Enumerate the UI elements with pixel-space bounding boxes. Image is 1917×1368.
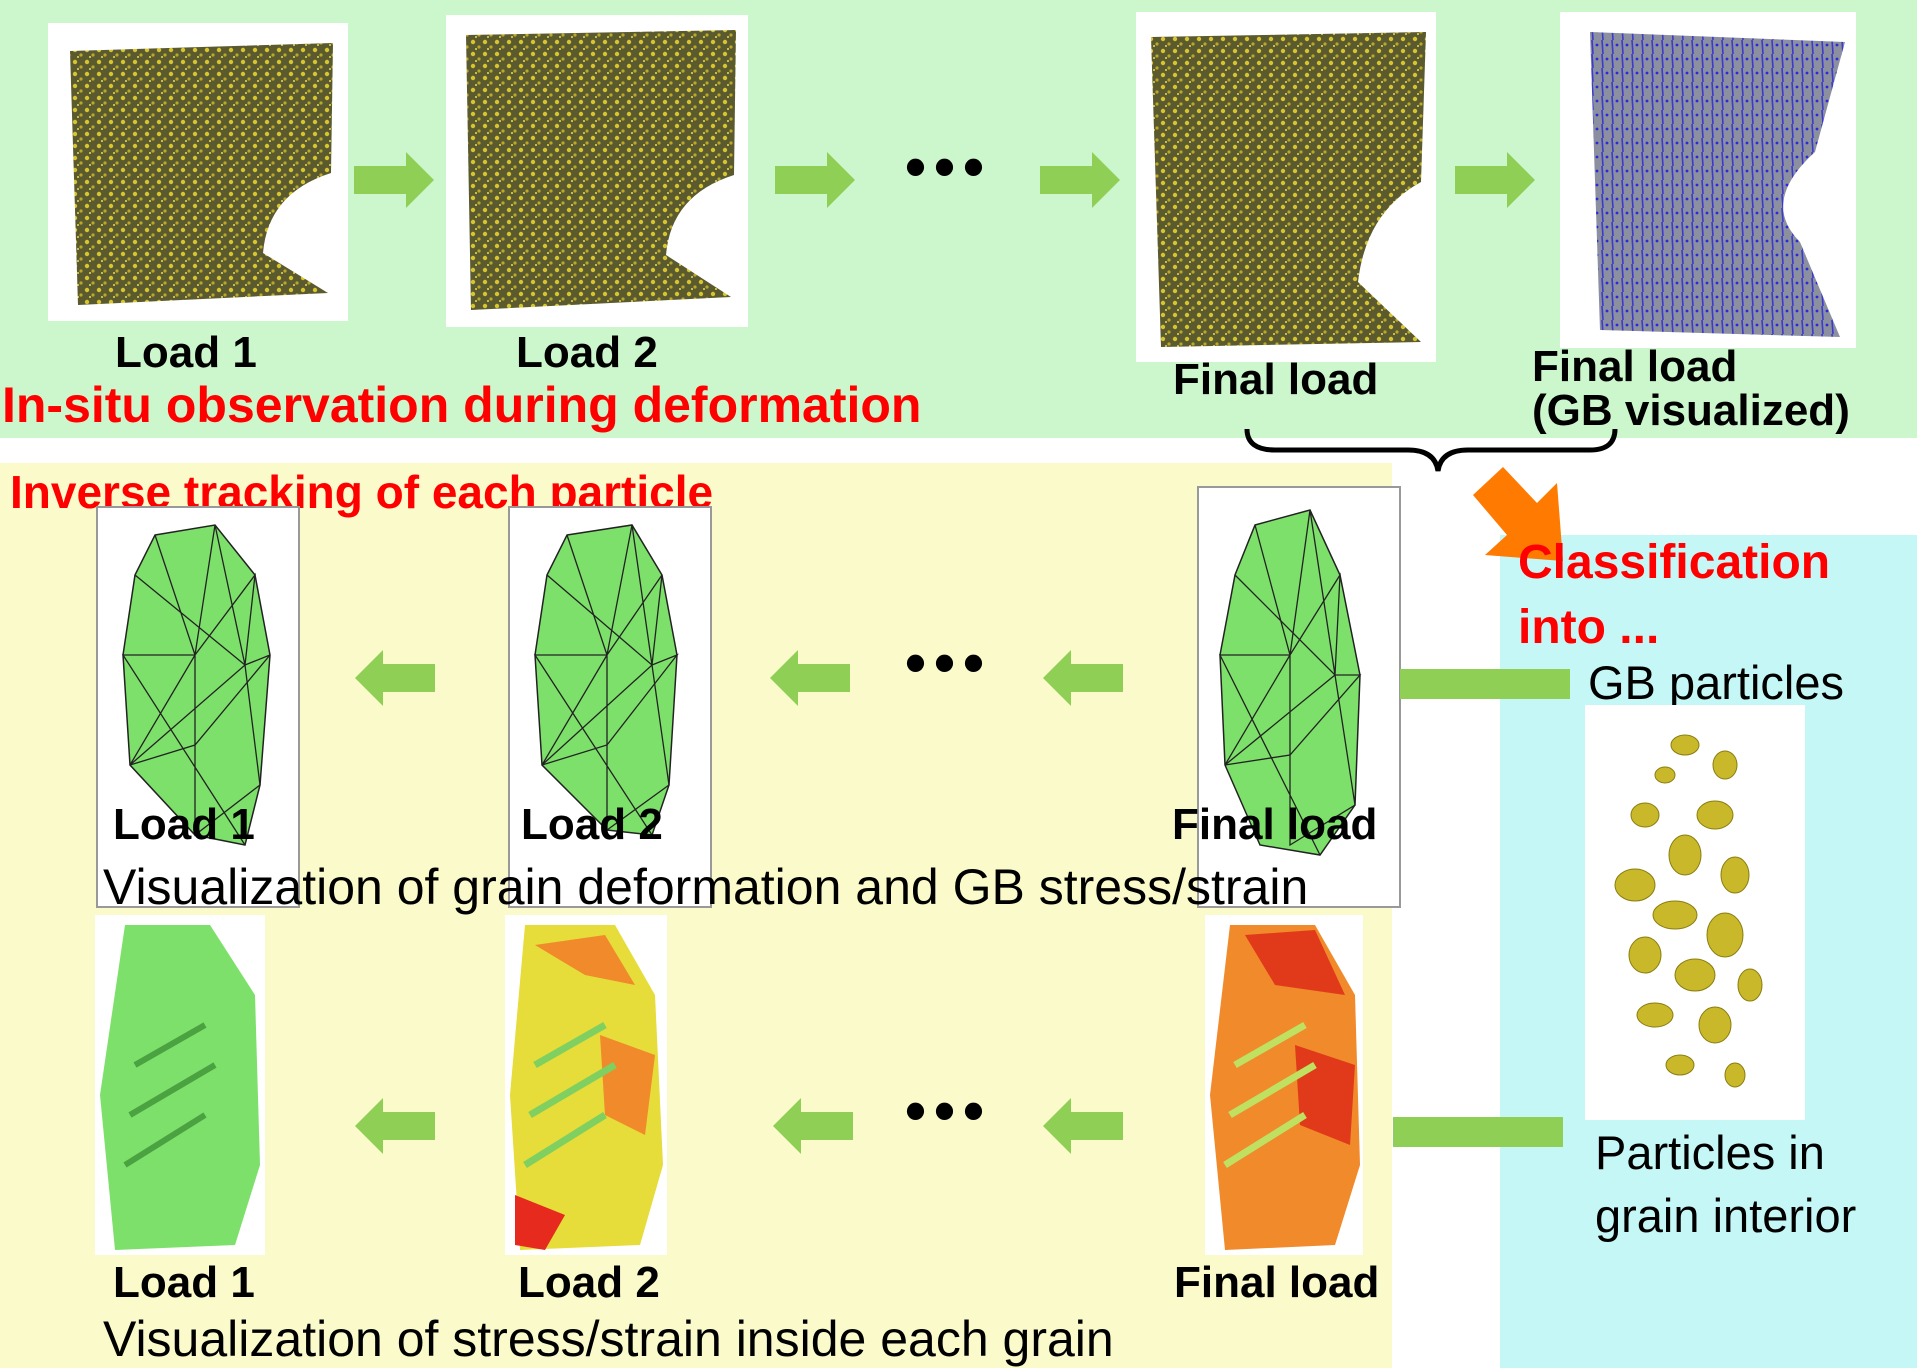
sample-3d-gb-visualized-image [1560,12,1856,348]
ellipsis: ••• [905,133,993,200]
classification-title-line2: into ... [1518,601,1660,654]
connector-bar-interior [1393,1117,1563,1147]
grain-mesh-final-image [1190,485,1408,915]
label-load2: Load 2 [521,800,663,849]
left-arrow-icon [773,1098,853,1154]
sample-3d-final-image [1136,12,1436,362]
label-final-load: Final load [1174,1258,1380,1307]
middle-caption: Visualization of grain deformation and G… [103,859,1309,915]
brace-icon [1244,428,1618,472]
gb-particles-label: GB particles [1588,656,1844,709]
left-arrow-icon [770,650,850,706]
label-load1: Load 1 [113,800,255,849]
interior-particles-label-line2: grain interior [1595,1189,1857,1242]
interior-particles-label: Particles in [1595,1126,1825,1179]
left-arrow-icon [355,650,435,706]
grain-stress-load2-image [505,915,667,1255]
label-final-load: Final load [1173,355,1379,404]
left-arrow-icon [1043,1098,1123,1154]
left-arrow-icon [1043,650,1123,706]
label-final-load: Final load [1172,800,1378,849]
sample-3d-load2-image [446,15,748,327]
label-final-load-gb: Final load [1532,342,1738,391]
connector-bar-gb [1400,669,1570,699]
grain-mesh-load1-image [85,485,307,915]
top-title: In-situ observation during deformation [2,377,922,433]
bottom-caption: Visualization of stress/strain inside ea… [103,1311,1114,1367]
gb-particles-image [1585,705,1805,1120]
label-load2: Load 2 [518,1258,660,1307]
right-arrow-icon [1040,152,1120,208]
ellipsis: ••• [905,629,993,696]
grain-stress-load1-image [95,915,265,1255]
label-gb-visualized: (GB visualized) [1532,386,1850,435]
grain-mesh-load2-image [497,485,719,915]
right-arrow-icon [775,152,855,208]
grain-stress-final-image [1205,915,1363,1255]
sample-3d-load1-image [48,23,348,321]
right-arrow-icon [1455,152,1535,208]
label-load2: Load 2 [516,328,658,377]
left-arrow-icon [355,1098,435,1154]
label-load1: Load 1 [113,1258,255,1307]
down-arrow-orange-icon [1473,467,1563,561]
right-arrow-icon [354,152,434,208]
label-load1: Load 1 [115,328,257,377]
classification-title: Classification [1518,536,1831,589]
ellipsis: ••• [905,1077,993,1144]
